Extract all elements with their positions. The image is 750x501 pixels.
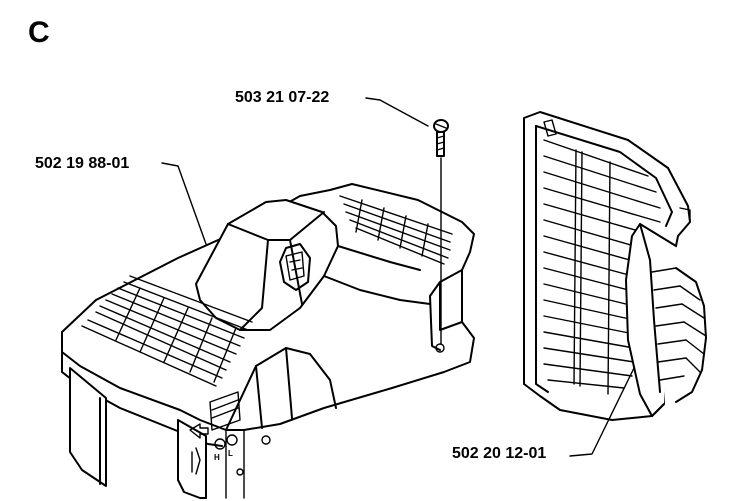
flange-ribs [651, 267, 707, 403]
part-label-grille: 502 20 12-01 [452, 445, 547, 462]
brand-emblem [279, 243, 311, 291]
mark-l: L [228, 449, 233, 458]
engine-cover [61, 183, 475, 499]
cover-rear-slots [339, 195, 453, 265]
section-letter: C [28, 16, 50, 49]
mark-h: H [214, 453, 220, 462]
leader-lines [161, 97, 635, 457]
cover-vent-slots [81, 275, 253, 387]
air-grille [523, 111, 707, 421]
part-label-cover: 502 19 88-01 [35, 155, 130, 172]
part-label-screw: 503 21 07-22 [235, 89, 330, 106]
screw [433, 119, 449, 345]
